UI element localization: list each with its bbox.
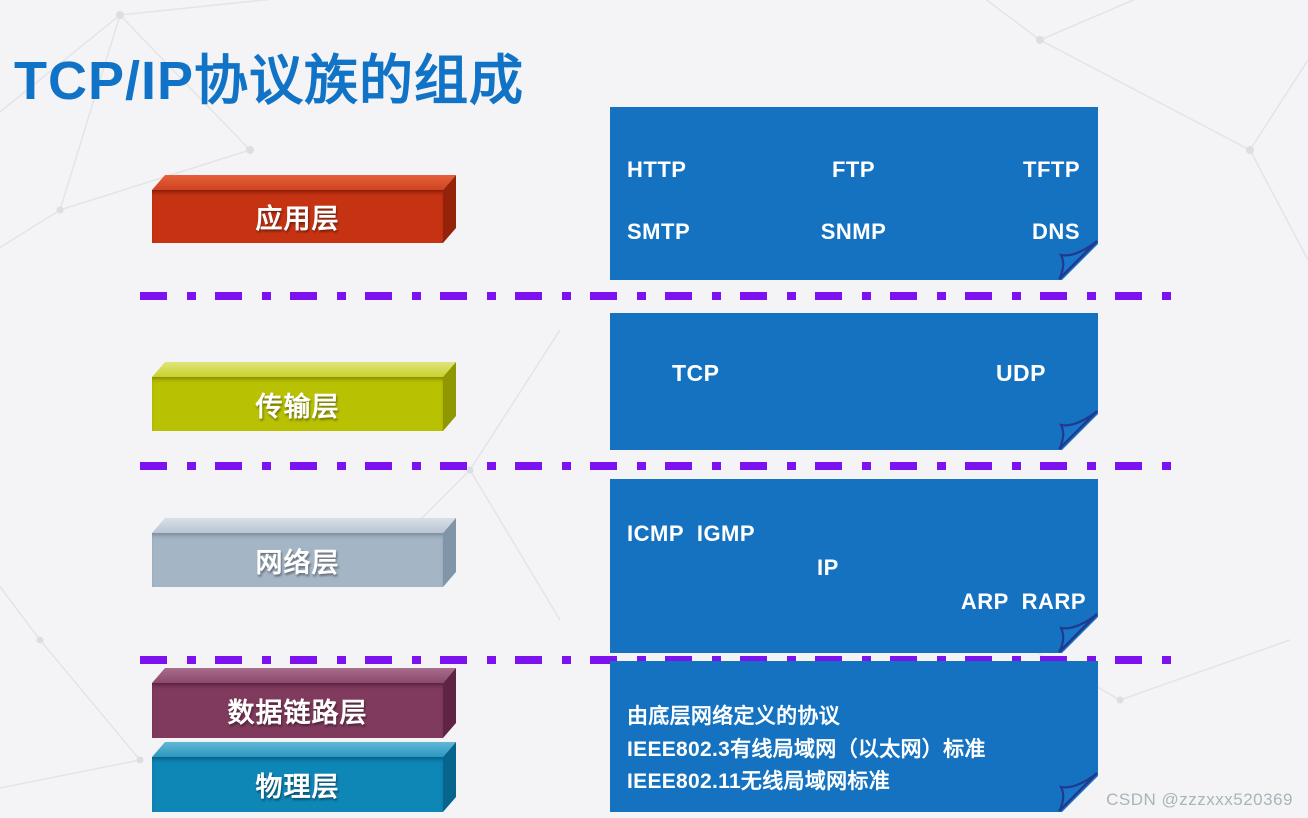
layer-label: 应用层	[255, 204, 340, 234]
protocol-box-application: HTTP FTP TFTP SMTP SNMP DNS	[610, 107, 1098, 280]
note-text-line: IEEE802.3有线局域网（以太网）标准	[627, 737, 986, 761]
bar-front-face	[152, 533, 443, 587]
folded-corner-icon	[1054, 406, 1098, 450]
protocol-row: HTTP FTP TFTP	[610, 139, 1098, 201]
bar-top-face	[152, 668, 456, 683]
bar-side-face	[443, 518, 456, 587]
layer-bar-physical: 物理层	[152, 742, 456, 812]
protocol-label: FTP	[831, 157, 876, 182]
protocol-label: ARP RARP	[960, 589, 1086, 614]
divider-line-2	[140, 462, 1190, 470]
page-title: TCP/IP协议族的组成	[14, 51, 525, 111]
bar-front-face	[152, 190, 443, 243]
folded-corner-icon	[1054, 236, 1098, 280]
layer-bar-datalink: 数据链路层	[152, 668, 456, 738]
bar-front-face	[152, 377, 443, 431]
bar-top-face	[152, 362, 456, 377]
bar-side-face	[443, 175, 456, 243]
bar-top-face	[152, 518, 456, 533]
bar-top-face	[152, 175, 456, 190]
layer-label: 网络层	[255, 547, 340, 578]
layer-bar-transport: 传输层	[152, 362, 456, 431]
protocol-label: HTTP	[627, 157, 687, 182]
bar-front-face	[152, 683, 443, 738]
layer-label: 物理层	[255, 772, 340, 802]
protocol-box-transport: TCP UDP	[610, 313, 1098, 450]
divider-line-1	[140, 292, 1190, 300]
bar-side-face	[443, 362, 456, 431]
protocol-label: SNMP	[820, 219, 887, 244]
folded-corner-icon	[1054, 609, 1098, 653]
protocol-box-link-physical: 由底层网络定义的协议 IEEE802.3有线局域网（以太网）标准 IEEE802…	[610, 661, 1098, 812]
bar-side-face	[443, 742, 456, 812]
protocol-label: DNS	[1032, 219, 1080, 244]
layer-label: 传输层	[255, 391, 340, 422]
bar-front-face	[152, 757, 443, 812]
protocol-row: SMTP SNMP DNS	[610, 201, 1098, 263]
protocol-label: IP	[817, 555, 839, 580]
note-text-line: 由底层网络定义的协议	[627, 705, 840, 728]
layer-label: 数据链路层	[227, 698, 368, 728]
folded-corner-icon	[1054, 768, 1098, 812]
bar-top-face	[152, 742, 456, 757]
protocol-label: UDP	[995, 359, 1046, 386]
layer-bar-network: 网络层	[152, 518, 456, 587]
protocol-label: ICMP IGMP	[627, 521, 756, 546]
protocol-box-network: ICMP IGMP IP ARP RARP	[610, 479, 1098, 653]
protocol-label: TFTP	[1023, 157, 1080, 182]
protocol-row: TCP UDP	[610, 355, 1098, 391]
divider-line-3	[140, 656, 1190, 664]
note-text-line: IEEE802.11无线局域网标准	[627, 770, 891, 793]
protocol-label: SMTP	[627, 219, 691, 244]
bar-side-face	[443, 668, 456, 738]
watermark: CSDN @zzzxxx520369	[1106, 790, 1293, 809]
layer-bar-application: 应用层	[152, 175, 456, 243]
protocol-label: TCP	[672, 359, 720, 386]
